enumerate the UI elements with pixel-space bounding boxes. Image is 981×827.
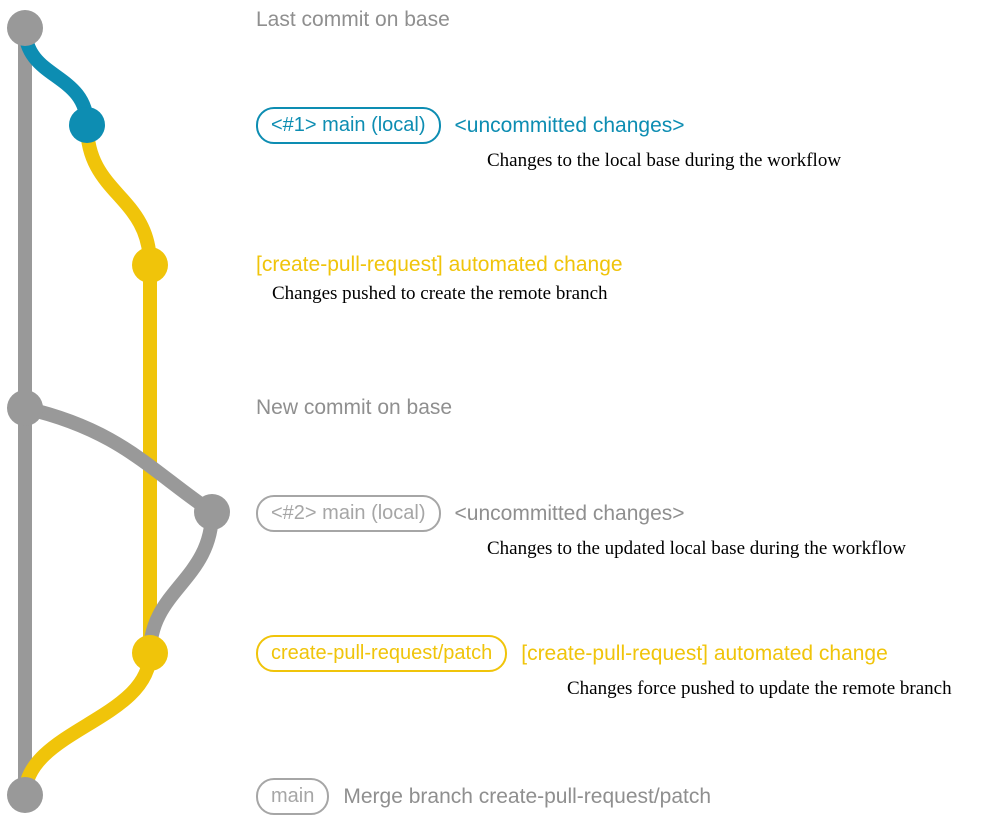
graph-nodes bbox=[7, 10, 230, 813]
graph-edge bbox=[18, 401, 219, 519]
commit-note: Changes to the updated local base during… bbox=[487, 538, 906, 559]
commit-note: Changes force pushed to update the remot… bbox=[567, 678, 952, 699]
commit-subject: <uncommitted changes> bbox=[454, 501, 685, 525]
commit-node[interactable] bbox=[132, 247, 168, 283]
commit-row-head: create-pull-request/patch [create-pull-re… bbox=[256, 635, 952, 672]
commit-subject: [create-pull-request] automated change bbox=[521, 641, 888, 665]
commit-row-head: main Merge branch create-pull-request/pat… bbox=[256, 778, 711, 815]
graph-edge bbox=[18, 646, 157, 802]
commit-subject: Merge branch create-pull-request/patch bbox=[343, 784, 712, 808]
commit-row: Last commit on base bbox=[256, 8, 450, 32]
commit-row-head: <#1> main (local) <uncommitted changes> bbox=[256, 107, 841, 144]
commit-note: Changes to the local base during the wor… bbox=[487, 150, 842, 171]
commit-node[interactable] bbox=[7, 390, 43, 426]
commit-node[interactable] bbox=[7, 10, 43, 46]
commit-subject: Last commit on base bbox=[256, 8, 450, 31]
graph-edge bbox=[143, 505, 219, 660]
commit-note: Changes pushed to create the remote bran… bbox=[272, 283, 608, 304]
commit-row-head: Last commit on base bbox=[256, 8, 450, 32]
commit-subject: New commit on base bbox=[256, 396, 453, 419]
commit-row: New commit on base bbox=[256, 396, 452, 420]
commit-row: <#2> main (local) <uncommitted changes> Ch… bbox=[256, 495, 906, 560]
graph-edge bbox=[80, 118, 157, 272]
commit-subject: [create-pull-request] automated change bbox=[256, 253, 623, 276]
commit-row-head: [create-pull-request] automated change bbox=[256, 253, 623, 277]
commit-node[interactable] bbox=[7, 777, 43, 813]
branch-ref-pill[interactable]: create-pull-request/patch bbox=[256, 635, 508, 672]
commit-row: <#1> main (local) <uncommitted changes> Ch… bbox=[256, 107, 841, 172]
branch-ref-pill[interactable]: <#1> main (local) bbox=[256, 107, 441, 144]
commit-node[interactable] bbox=[69, 107, 105, 143]
commit-node[interactable] bbox=[132, 635, 168, 671]
commit-node[interactable] bbox=[194, 494, 230, 530]
commit-row: main Merge branch create-pull-request/pat… bbox=[256, 778, 711, 815]
commit-subject: <uncommitted changes> bbox=[454, 113, 685, 137]
branch-ref-pill[interactable]: <#2> main (local) bbox=[256, 495, 441, 532]
branch-ref-pill[interactable]: main bbox=[256, 778, 330, 815]
commit-row: create-pull-request/patch [create-pull-re… bbox=[256, 635, 952, 700]
commit-row-head: New commit on base bbox=[256, 396, 452, 420]
commit-row-head: <#2> main (local) <uncommitted changes> bbox=[256, 495, 906, 532]
